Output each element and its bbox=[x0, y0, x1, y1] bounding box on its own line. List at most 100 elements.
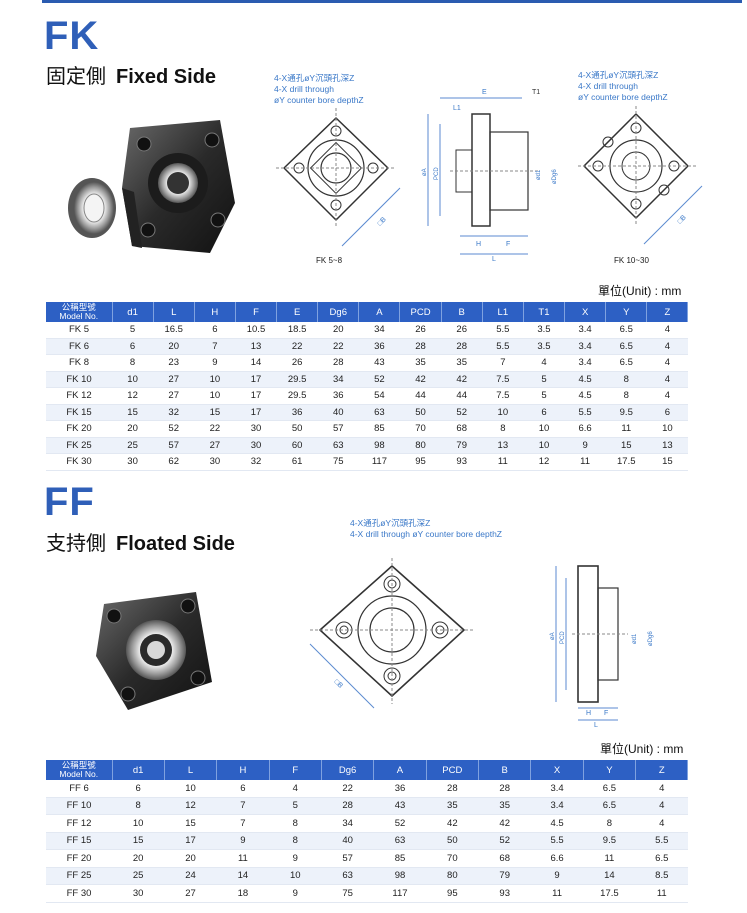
fk-front-drawing-large: □B bbox=[578, 106, 703, 245]
svg-text:PCD: PCD bbox=[434, 167, 440, 180]
svg-text:L: L bbox=[492, 256, 496, 262]
value-cell: 28 bbox=[321, 797, 374, 815]
value-cell: 6.5 bbox=[605, 322, 647, 339]
value-cell: 9 bbox=[216, 832, 270, 850]
table-header-x: X bbox=[564, 302, 607, 322]
value-cell: 12 bbox=[164, 797, 217, 815]
value-cell: 17 bbox=[164, 832, 217, 850]
table-header-e: E bbox=[276, 302, 319, 322]
value-cell: 68 bbox=[441, 420, 483, 438]
fk-caption-left: FK 5~8 bbox=[316, 256, 343, 265]
value-cell: 50 bbox=[276, 420, 318, 438]
value-cell: 42 bbox=[478, 814, 531, 833]
svg-text:L: L bbox=[594, 722, 598, 728]
table-header-h: H bbox=[216, 760, 270, 780]
value-cell: 11 bbox=[216, 849, 270, 868]
value-cell: 13 bbox=[482, 437, 524, 454]
value-cell: 10 bbox=[112, 371, 154, 388]
value-cell: 61 bbox=[276, 453, 318, 471]
ff-unit-label: 單位(Unit) : mm bbox=[600, 742, 684, 756]
svg-text:L1: L1 bbox=[453, 105, 461, 112]
value-cell: 9 bbox=[194, 354, 236, 372]
value-cell: 79 bbox=[478, 867, 531, 885]
fk-dim-b: □B bbox=[376, 216, 387, 227]
value-cell: 28 bbox=[399, 338, 442, 355]
value-cell: 8 bbox=[112, 354, 154, 372]
value-cell: 117 bbox=[373, 884, 427, 903]
value-cell: 10 bbox=[646, 420, 688, 438]
value-cell: 20 bbox=[112, 420, 154, 438]
value-cell: 4 bbox=[635, 797, 688, 815]
table-header-dg6: Dg6 bbox=[317, 302, 360, 322]
value-cell: 10 bbox=[194, 387, 236, 405]
value-cell: 4.5 bbox=[530, 814, 584, 833]
value-cell: 8 bbox=[482, 420, 524, 438]
value-cell: 22 bbox=[194, 420, 236, 438]
value-cell: 15 bbox=[164, 814, 217, 833]
model-cell: FF 12 bbox=[46, 814, 112, 833]
table-header-y: Y bbox=[605, 302, 648, 322]
table-header-pcd: PCD bbox=[399, 302, 442, 322]
value-cell: 25 bbox=[112, 867, 165, 885]
value-cell: 98 bbox=[358, 437, 400, 454]
value-cell: 15 bbox=[646, 453, 688, 471]
fk-product-photo bbox=[68, 120, 235, 253]
value-cell: 4 bbox=[646, 354, 688, 372]
value-cell: 5 bbox=[523, 387, 565, 405]
value-cell: 4 bbox=[635, 814, 688, 833]
value-cell: 75 bbox=[321, 884, 374, 903]
table-header-l: L bbox=[153, 302, 195, 322]
value-cell: 3.4 bbox=[564, 354, 606, 372]
value-cell: 40 bbox=[317, 404, 359, 421]
table-header-z: Z bbox=[635, 760, 689, 780]
table-header-d1: d1 bbox=[112, 760, 165, 780]
value-cell: 11 bbox=[605, 420, 647, 438]
value-cell: 36 bbox=[373, 780, 427, 798]
value-cell: 35 bbox=[441, 354, 483, 372]
value-cell: 32 bbox=[153, 404, 195, 421]
value-cell: 52 bbox=[358, 371, 400, 388]
value-cell: 6.6 bbox=[530, 849, 584, 868]
value-cell: 40 bbox=[321, 832, 374, 850]
value-cell: 4 bbox=[646, 387, 688, 405]
value-cell: 10 bbox=[523, 420, 565, 438]
value-cell: 10 bbox=[194, 371, 236, 388]
value-cell: 7 bbox=[216, 797, 270, 815]
value-cell: 52 bbox=[441, 404, 483, 421]
model-cell: FK 12 bbox=[46, 387, 112, 405]
value-cell: 25 bbox=[112, 437, 154, 454]
value-cell: 5.5 bbox=[635, 832, 688, 850]
value-cell: 10 bbox=[523, 437, 565, 454]
svg-text:ød1: ød1 bbox=[632, 633, 638, 644]
value-cell: 80 bbox=[426, 867, 479, 885]
svg-text:ød1: ød1 bbox=[536, 169, 542, 180]
value-cell: 17 bbox=[235, 371, 277, 388]
value-cell: 42 bbox=[399, 371, 442, 388]
value-cell: 54 bbox=[358, 387, 400, 405]
value-cell: 35 bbox=[399, 354, 442, 372]
value-cell: 6.5 bbox=[605, 338, 647, 355]
value-cell: 6 bbox=[194, 322, 236, 339]
value-cell: 22 bbox=[317, 338, 359, 355]
value-cell: 7.5 bbox=[482, 387, 524, 405]
value-cell: 4 bbox=[646, 338, 688, 355]
value-cell: 44 bbox=[441, 387, 483, 405]
value-cell: 6.5 bbox=[583, 780, 636, 798]
value-cell: 9 bbox=[269, 849, 322, 868]
fk-note-right: 4-X通孔øY沉頭孔深Z 4-X drill through øY counte… bbox=[578, 70, 668, 102]
model-cell: FF 10 bbox=[46, 797, 112, 815]
value-cell: 5 bbox=[523, 371, 565, 388]
value-cell: 13 bbox=[235, 338, 277, 355]
ff-front-drawing: □B bbox=[309, 558, 474, 709]
value-cell: 10 bbox=[269, 867, 322, 885]
value-cell: 8 bbox=[605, 387, 647, 405]
value-cell: 30 bbox=[235, 437, 277, 454]
value-cell: 20 bbox=[317, 322, 359, 339]
